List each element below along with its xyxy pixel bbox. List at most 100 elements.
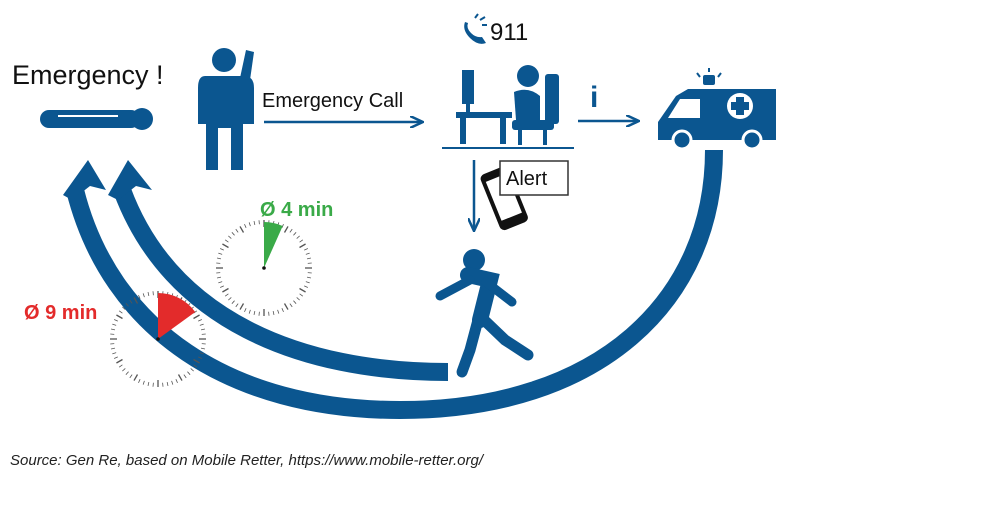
responder-timer-tick bbox=[216, 257, 222, 260]
responder-timer-tick bbox=[222, 287, 229, 293]
responder-timer-tick bbox=[228, 297, 232, 301]
responder-timer-tick bbox=[248, 309, 251, 314]
smartphone-icon bbox=[480, 166, 528, 231]
emergency-label: Emergency ! bbox=[12, 60, 164, 90]
ambulance-timer-tick bbox=[118, 364, 123, 368]
responder-timer-tick bbox=[219, 248, 224, 251]
responder-timer-tick bbox=[228, 235, 232, 239]
responder-timer-tick bbox=[239, 303, 245, 310]
ambulance-timer-tick bbox=[175, 379, 178, 384]
ambulance-timer-center bbox=[156, 337, 160, 341]
responder-timer-tick bbox=[289, 228, 293, 233]
ambulance-timer-tick bbox=[142, 293, 145, 298]
ambulance-timer-tick bbox=[199, 323, 204, 326]
ambulance-timer-tick bbox=[125, 371, 129, 375]
ambulance-timer-tick bbox=[116, 358, 123, 364]
arrowhead-inner bbox=[108, 160, 152, 200]
responder-timer bbox=[216, 220, 312, 316]
responder-timer-tick bbox=[231, 300, 235, 304]
ambulance-timer-tick bbox=[113, 319, 118, 322]
responder-timer-tick bbox=[224, 239, 229, 243]
responder-timer-tick bbox=[299, 287, 306, 293]
ambulance-timer-tick bbox=[142, 380, 145, 385]
ambulance-timer-tick bbox=[118, 310, 123, 314]
ambulance-timer-tick bbox=[116, 314, 123, 320]
responder-timer-tick bbox=[293, 232, 297, 236]
responder-timer-tick bbox=[306, 276, 312, 279]
ambulance-timer bbox=[110, 291, 206, 387]
responder-timer-tick bbox=[305, 252, 310, 255]
responder-timer-tick bbox=[299, 243, 306, 249]
responder-timer-tick bbox=[296, 235, 300, 239]
ambulance-timer-tick bbox=[138, 379, 141, 384]
ambulance-timer-tick bbox=[133, 374, 139, 381]
ambulance-timer-tick bbox=[200, 328, 206, 331]
info-symbol: i bbox=[590, 81, 598, 114]
responder-timer-tick bbox=[222, 243, 229, 249]
responder-timer-tick bbox=[293, 300, 297, 304]
responder-return-arc bbox=[113, 186, 449, 381]
ambulance-timer-tick bbox=[190, 368, 194, 372]
responder-timer-tick bbox=[253, 310, 256, 316]
responder-timer-tick bbox=[253, 220, 256, 226]
ambulance-timer-tick bbox=[113, 356, 118, 359]
ambulance-timer-tick bbox=[122, 368, 126, 372]
responder-timer-ticks bbox=[216, 220, 312, 316]
dispatcher-desk-icon bbox=[456, 65, 559, 145]
ambulance-timer-tick bbox=[133, 297, 139, 304]
responder-timer-tick bbox=[296, 297, 300, 301]
ambulance-timer-tick bbox=[193, 358, 200, 364]
ambulance-timer-tick bbox=[129, 374, 133, 379]
ambulance-timer-tick bbox=[193, 364, 198, 368]
responder-timer-tick bbox=[299, 293, 304, 297]
ambulance-timer-tick bbox=[147, 291, 150, 297]
ambulance-timer-tick bbox=[193, 314, 200, 320]
return-arrows bbox=[63, 149, 723, 420]
ambulance-timer-tick bbox=[125, 303, 129, 307]
responder-timer-tick bbox=[235, 303, 239, 308]
ambulance-icon bbox=[658, 68, 776, 151]
ambulance-timer-tick bbox=[138, 294, 141, 299]
responder-timer-tick bbox=[244, 308, 247, 313]
responder-timer-tick bbox=[283, 226, 289, 233]
responder-timer-tick bbox=[306, 257, 312, 260]
ambulance-timer-tick bbox=[122, 306, 126, 310]
responder-timer-tick bbox=[235, 228, 239, 233]
ambulance-timer-tick bbox=[129, 299, 133, 304]
ambulance-timer-tick bbox=[110, 347, 116, 350]
ambulance-timer-tick bbox=[112, 352, 117, 355]
responder-timer-tick bbox=[289, 303, 293, 308]
lying-person-icon bbox=[40, 108, 153, 130]
responder-timer-tick bbox=[272, 310, 275, 316]
responder-timer-tick bbox=[216, 276, 222, 279]
responder-timer-tick bbox=[219, 285, 224, 288]
phone-number-label: 911 bbox=[490, 19, 528, 46]
responder-time-label: Ø 4 min bbox=[260, 199, 333, 221]
responder-timer-tick bbox=[224, 293, 229, 297]
ambulance-timer-tick bbox=[199, 352, 204, 355]
caller-person-icon bbox=[198, 48, 254, 170]
ambulance-timer-tick bbox=[147, 381, 150, 387]
responder-timer-tick bbox=[304, 248, 309, 251]
arrowhead-outer bbox=[63, 160, 106, 200]
phone-icon bbox=[464, 13, 487, 44]
responder-timer-tick bbox=[231, 232, 235, 236]
ambulance-timer-ticks bbox=[110, 291, 206, 387]
ambulance-timer-tick bbox=[200, 347, 206, 350]
ambulance-timer-slice bbox=[158, 293, 196, 339]
ambulance-timer-tick bbox=[171, 380, 174, 385]
responder-timer-tick bbox=[239, 226, 245, 233]
ambulance-timer-tick bbox=[177, 374, 183, 381]
emergency-call-label: Emergency Call bbox=[262, 90, 403, 112]
responder-timer-slice bbox=[264, 222, 283, 268]
ambulance-timer-tick bbox=[187, 371, 191, 375]
ambulance-time-label: Ø 9 min bbox=[24, 302, 97, 324]
responder-timer-tick bbox=[218, 281, 223, 284]
responder-timer-tick bbox=[218, 252, 223, 255]
responder-timer-tick bbox=[244, 223, 247, 228]
responder-timer-tick bbox=[248, 222, 251, 227]
responder-timer-tick bbox=[277, 309, 280, 314]
ambulance-timer-tick bbox=[198, 356, 203, 359]
responder-timer-tick bbox=[299, 239, 304, 243]
